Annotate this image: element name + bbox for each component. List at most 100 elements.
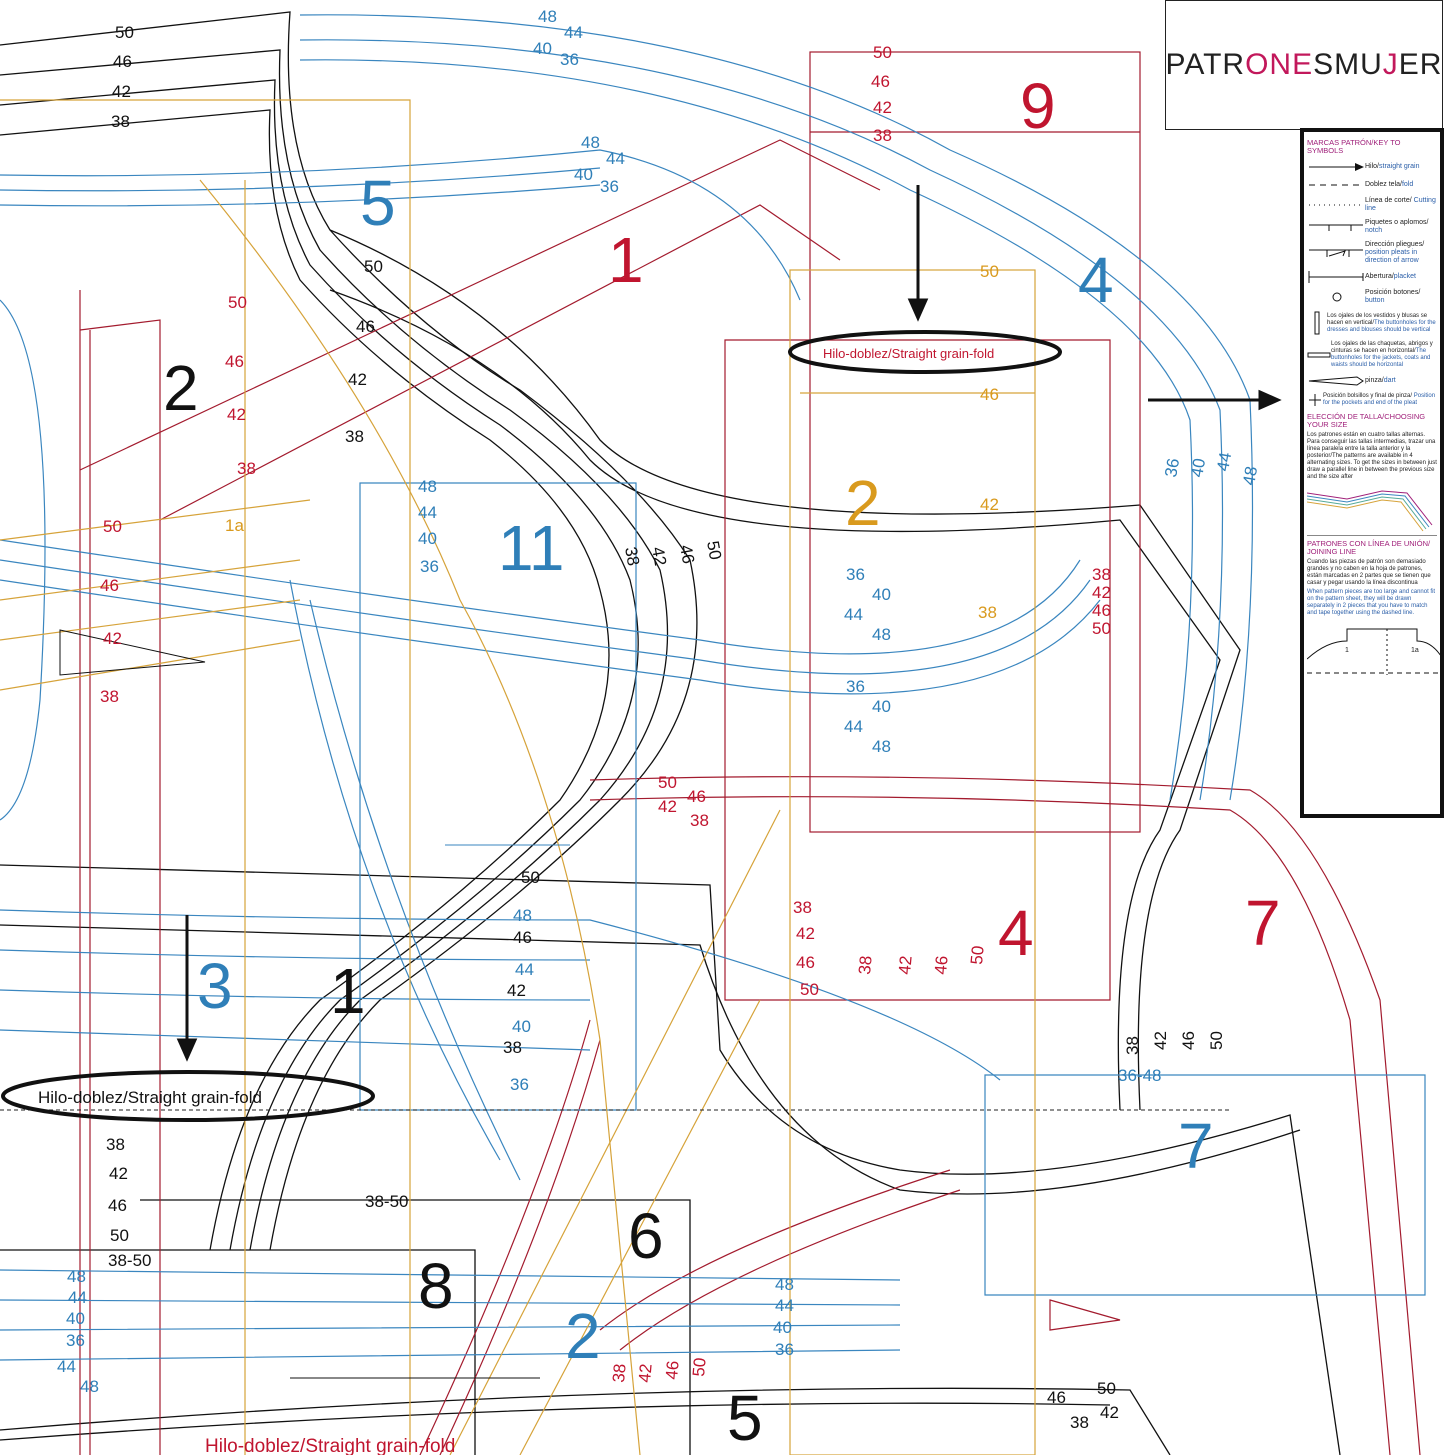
size-label: 40 — [574, 165, 593, 184]
size-label: 42 — [648, 545, 670, 567]
size-section-title: ELECCIÓN DE TALLA/CHOOSING YOUR SIZE — [1307, 412, 1426, 429]
size-label: 38-50 — [365, 1192, 408, 1211]
piece-number: 5 — [727, 1382, 763, 1454]
size-label: 46 — [108, 1196, 127, 1215]
piece-number: 7 — [1178, 1110, 1214, 1182]
grain-fold-label: Hilo-doblez/Straight grain-fold — [823, 346, 994, 361]
cutting-line-icon — [1307, 199, 1365, 211]
legend-item: Los ojales de las chaquetas, abrigos y c… — [1307, 341, 1437, 369]
piece-number: 7 — [1245, 887, 1281, 959]
logo-text: ONE — [1245, 48, 1314, 81]
size-label: 42 — [348, 370, 367, 389]
size-label: 42 — [109, 1164, 128, 1183]
logo-text: J — [1382, 48, 1399, 81]
legend-text: Los ojales de los vestidos y blusas se h… — [1327, 312, 1428, 326]
legend-text: Abertura/ — [1365, 273, 1394, 280]
piece-number: 1 — [330, 955, 366, 1027]
logo-text: ER — [1398, 48, 1443, 81]
size-label: 50 — [1092, 619, 1111, 638]
legend-item: Abertura/placket — [1307, 271, 1437, 283]
size-label: 48 — [872, 737, 891, 756]
size-label: 42 — [635, 1363, 656, 1384]
piece-label: 1a — [1411, 647, 1419, 654]
size-label: 50 — [521, 868, 540, 887]
grain-fold-ellipse — [788, 330, 1062, 374]
size-label: 46 — [513, 928, 532, 947]
legend-item: Doblez tela/fold — [1307, 179, 1437, 191]
legend-item: Línea de corte/ Cutting line — [1307, 197, 1437, 213]
size-label: 42 — [895, 955, 916, 976]
size-label: 38 — [1070, 1413, 1089, 1432]
size-label: 50 — [115, 23, 134, 42]
size-label: 36 — [420, 557, 439, 576]
size-label: 48 — [513, 906, 532, 925]
size-section-text: Los patrones están en cuatro tallas alte… — [1307, 432, 1437, 480]
size-label: 42 — [112, 82, 131, 101]
size-label: 46 — [676, 543, 698, 565]
size-label: 46 — [1092, 601, 1111, 620]
joining-section-title: PATRONES CON LÍNEA DE UNIÓN/ JOINING LIN… — [1307, 539, 1431, 556]
size-label: 40 — [872, 585, 891, 604]
size-label: 48 — [418, 477, 437, 496]
legend-text: position pleats in direction of arrow — [1365, 249, 1419, 264]
size-label: 42 — [103, 629, 122, 648]
size-label: 50 — [1207, 1031, 1226, 1050]
piece-number: 2 — [163, 352, 199, 424]
size-label: 46 — [687, 787, 706, 806]
size-label: 46 — [225, 352, 244, 371]
size-label: 36 — [1161, 457, 1183, 479]
size-label: 38 — [111, 112, 130, 131]
size-labels: 50 46 42 38 48 44 40 36 50 46 42 38 48 4… — [57, 7, 1261, 1432]
placket-icon — [1307, 271, 1365, 283]
grain-fold-ellipse — [1, 1070, 375, 1122]
orange-pattern-lines — [0, 99, 1036, 1455]
legend-item: Dirección pliegues/ position pleats in d… — [1307, 241, 1437, 265]
piece-number: 4 — [1078, 244, 1114, 316]
straight-grain-icon — [1307, 161, 1365, 173]
legend-text: straight grain — [1379, 163, 1420, 170]
size-label: 36 — [66, 1331, 85, 1350]
notch-icon — [1307, 221, 1365, 233]
arrow-icon — [176, 185, 1282, 1062]
legend-item: Piquetes o aplomos/ notch — [1307, 219, 1437, 235]
size-label: 38 — [503, 1038, 522, 1057]
size-label: 36 — [560, 50, 579, 69]
size-label: 40 — [418, 529, 437, 548]
legend-item: Hilo/straight grain — [1307, 161, 1437, 173]
size-label: 38-50 — [108, 1251, 151, 1270]
size-label: 42 — [873, 98, 892, 117]
piece-number: 11 — [498, 512, 564, 584]
size-label: 40 — [1187, 457, 1209, 479]
legend-text: Hilo/ — [1365, 163, 1380, 170]
horizontal-buttonhole-icon — [1307, 349, 1331, 361]
size-label: 42 — [658, 797, 677, 816]
piece-number: 1 — [608, 224, 644, 296]
red-pattern-lines — [79, 51, 1421, 1455]
joining-text-es: Cuando las piezas de patrón son demasiad… — [1307, 559, 1431, 586]
size-label: 36 — [846, 565, 865, 584]
size-label: 48 — [80, 1377, 99, 1396]
size-label: 38 — [793, 898, 812, 917]
piece-label: 1 — [1345, 647, 1349, 654]
legend-text: The buttonholes for the jackets, coats a… — [1331, 348, 1431, 368]
size-label: 38 — [855, 955, 876, 976]
legend-text: Dirección pliegues/ — [1365, 241, 1425, 248]
legend-item: Posición botones/ button — [1307, 289, 1437, 305]
fold-icon — [1307, 179, 1365, 191]
legend-text: pinza/ — [1365, 377, 1384, 384]
legend-text: fold — [1401, 181, 1414, 188]
legend-text: Position for the pockets and end of the … — [1323, 393, 1436, 406]
black-pattern-lines — [0, 11, 1341, 1455]
piece-number: 2 — [845, 467, 881, 539]
pocket-position-icon — [1307, 394, 1323, 406]
size-label: 46 — [113, 52, 132, 71]
size-label: 40 — [773, 1318, 792, 1337]
size-label: 42 — [796, 924, 815, 943]
logo-text: SMU — [1313, 48, 1383, 81]
size-label: 46 — [796, 953, 815, 972]
size-label: 38 — [345, 427, 364, 446]
piece-number: 4 — [998, 897, 1034, 969]
size-label: 42 — [507, 981, 526, 1000]
size-label: 36 — [600, 177, 619, 196]
size-label: 42 — [1100, 1403, 1119, 1422]
